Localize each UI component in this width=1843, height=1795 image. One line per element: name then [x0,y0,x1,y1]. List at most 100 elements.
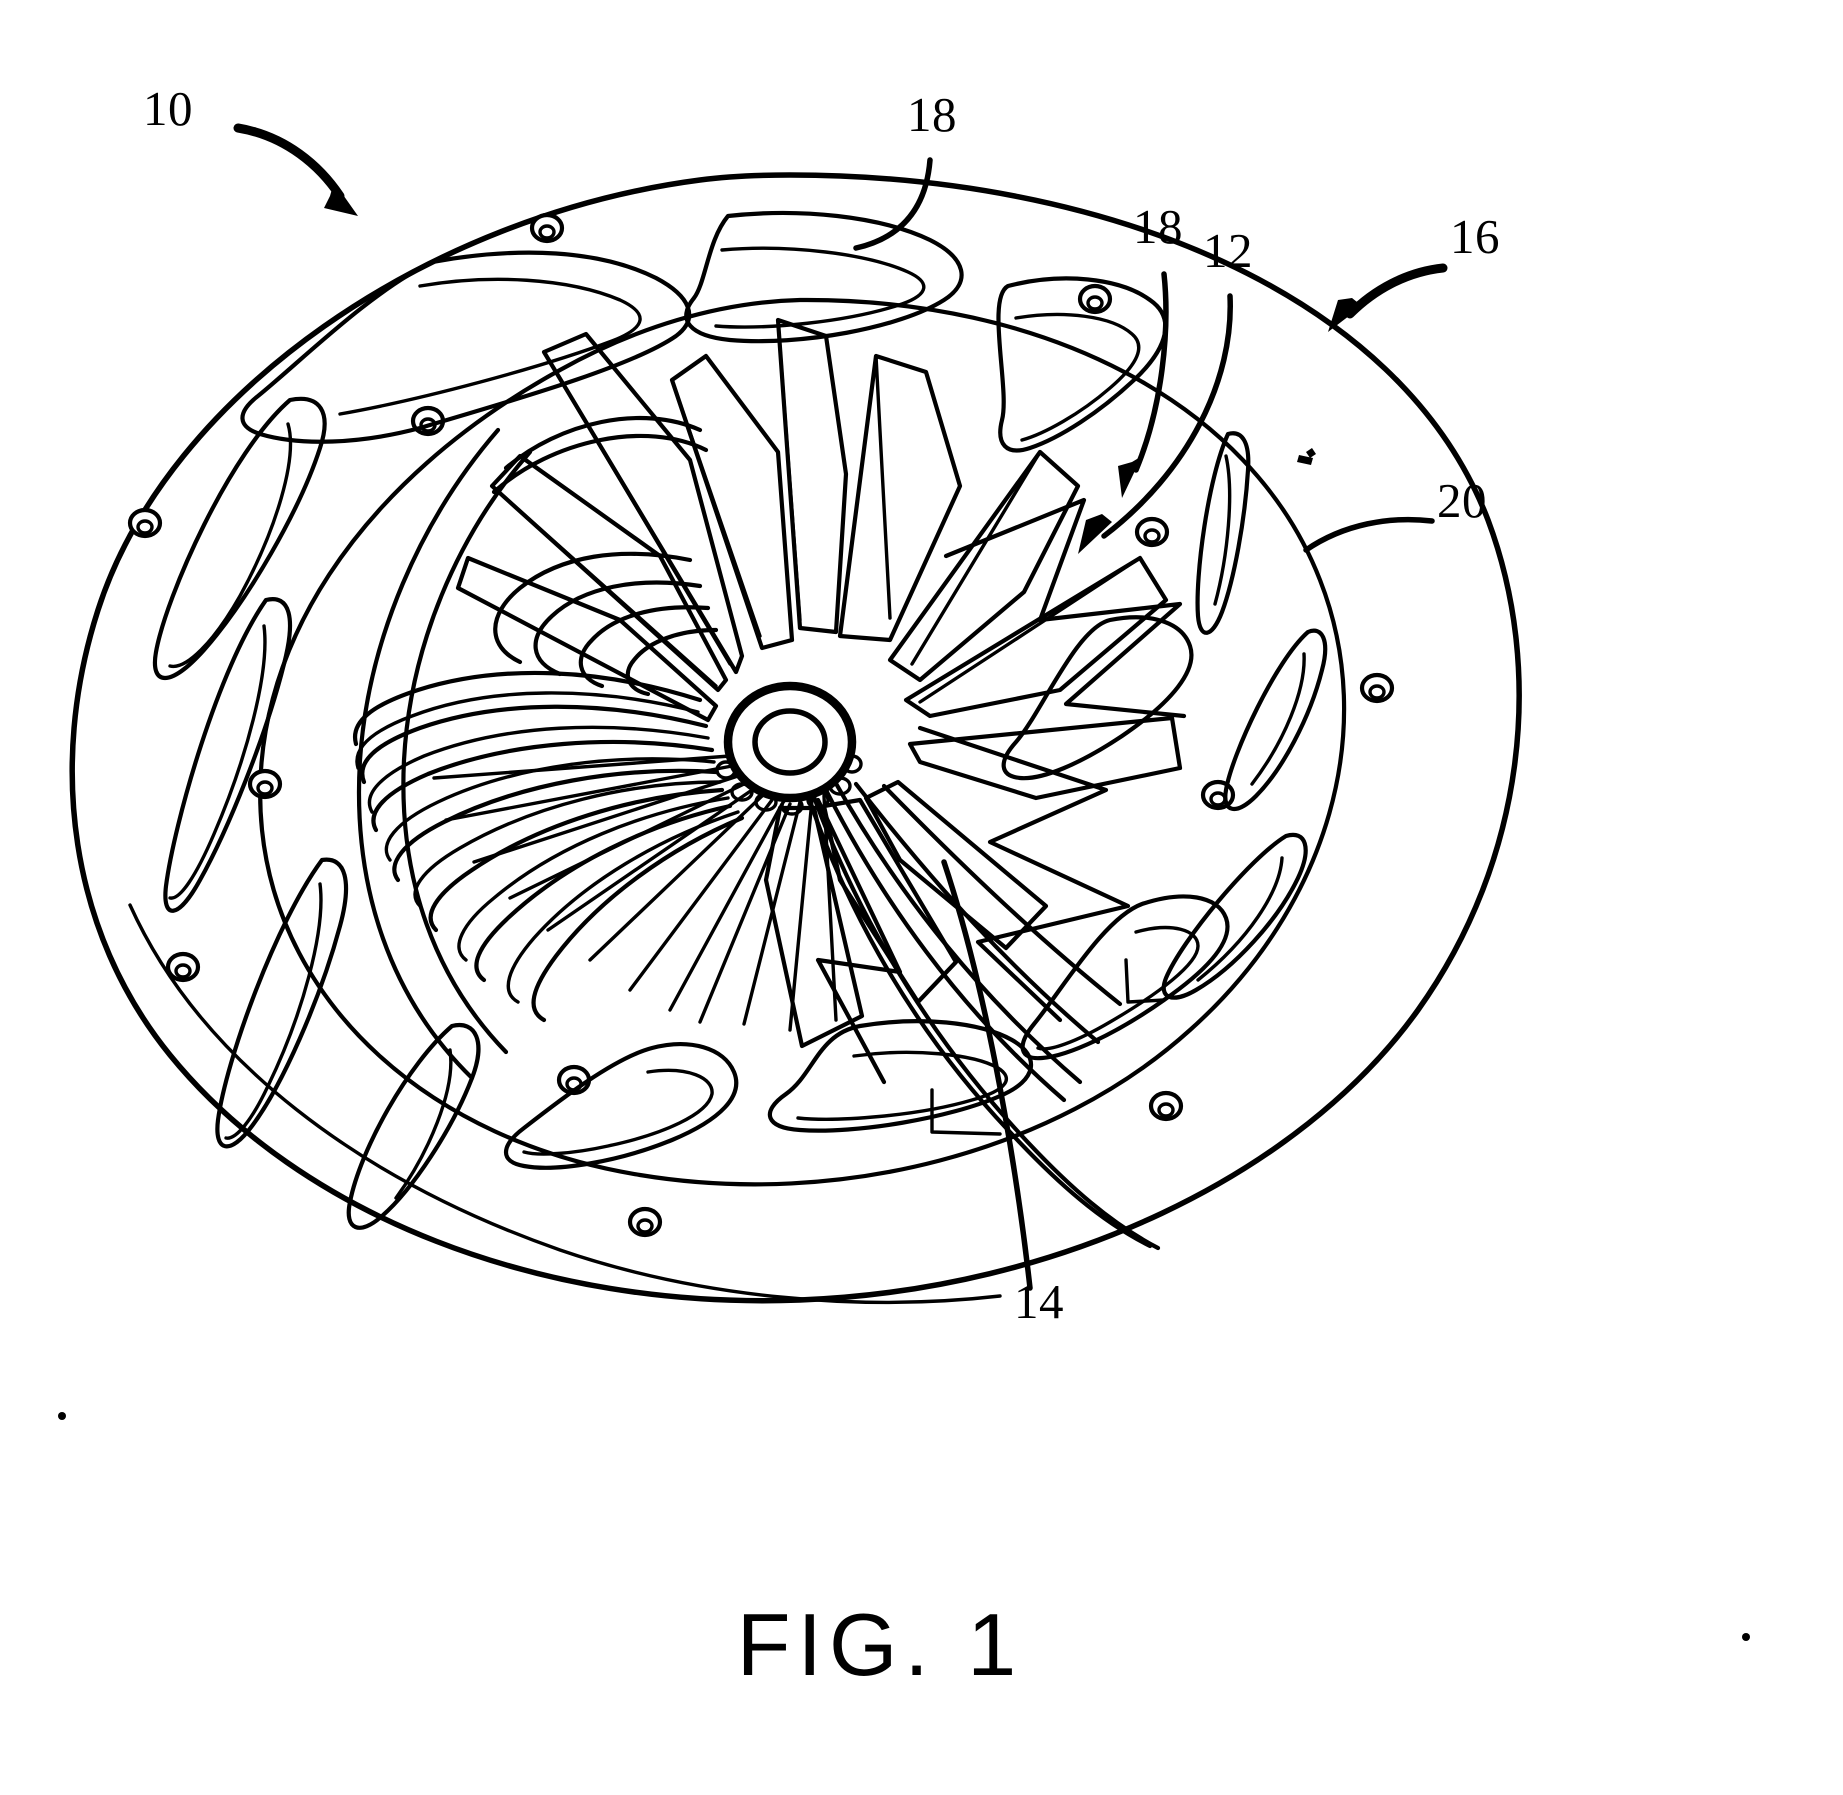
guide-vane [996,276,1168,453]
blade-edge [776,318,802,622]
vane-inner-edge [338,277,642,416]
guide-vane [163,597,293,913]
splitter-blade-arc [531,815,745,1023]
vane-inner-edge [1196,856,1284,982]
vane-outline [996,276,1168,453]
leader-12 [1101,293,1233,539]
vane-step [1124,958,1166,1004]
hub-spoke-fan [432,754,838,1032]
hub-assembly [432,681,863,1032]
inducer-eye-curve [578,605,711,689]
impeller-blade [887,449,1081,683]
reference-numeral-labels: 10 18 18 12 16 20 14 [143,81,1500,1329]
blade-edge [490,484,718,688]
vane-outline [1195,431,1251,635]
blade-face [763,805,865,1049]
shroud-lip [491,433,709,495]
blade-face [887,449,1081,683]
vane-outline [504,1042,739,1170]
splitter-blade-shadow [506,810,740,1004]
shroud-lip [503,415,703,471]
hub-bore [752,708,828,776]
blade-edge [874,354,892,620]
vane-inner-edge [394,1048,453,1200]
splitter-blade-arc [360,704,709,785]
vane-outline [163,597,293,913]
leader-12-arrowhead [1078,514,1112,554]
blade-edge [910,450,1042,666]
splitter-blade-arc [392,768,719,883]
impeller-blade [903,555,1169,719]
guide-vane [215,857,349,1149]
guide-vane-group [152,210,1328,1230]
splitter-blade-shadow [355,691,700,770]
guide-vane [1223,628,1328,812]
blade-streamline [797,767,1153,1249]
leader-10-arrowhead [324,182,358,216]
impeller-blade [863,779,1049,951]
ref-numeral-18-top: 18 [907,87,957,142]
blade-streamline [803,771,1161,1251]
blade-streamline [881,783,1123,1007]
ref-numeral-12: 12 [1203,223,1253,278]
vane-inner-edge [796,1050,1009,1121]
vane-inner-edge [1014,312,1141,442]
bolt-hole [165,951,201,983]
figure-caption: FIG. 1 [737,1595,1024,1694]
inducer-eye-curve [625,627,719,697]
turbine-wheel-group [352,317,1187,1251]
ref-numeral-14: 14 [1014,1274,1064,1329]
leader-14 [941,859,1033,1291]
splitter-blade-shadow [457,796,730,962]
ref-numeral-20: 20 [1437,473,1487,528]
guide-vane [240,250,692,444]
guide-vane [152,396,327,680]
leader-20 [1303,516,1435,553]
vane-inner-edge [1213,454,1232,606]
guide-vane [1001,615,1194,781]
ref-numeral-18-right: 18 [1133,199,1183,254]
impeller-blade [763,805,865,1049]
blade-trailing-zigzag [943,497,1187,719]
vane-inner-edge [168,624,267,900]
blade-face [837,353,963,643]
impeller-blade [775,317,849,635]
blade-streamline [853,781,1101,1045]
guide-vane [504,1042,739,1170]
guide-vane [346,1022,481,1230]
splitter-blade-shadow [413,780,722,908]
inducer-eye-curve [493,551,693,665]
vane-step [930,1088,1002,1136]
vane-outline [684,210,964,344]
leader-16-arrowhead [1328,298,1362,332]
impeller-blade [541,331,745,675]
vane-inner-edge [1250,652,1306,786]
blade-streamline [817,775,1067,1103]
impeller-blade [837,353,963,643]
splitter-blade-arc [474,803,733,983]
splitter-blade-shadow [367,725,710,814]
vane-inner-edge [1036,925,1200,1051]
vane-outline [346,1022,481,1230]
bolt-hole [1148,1090,1184,1122]
blade-face [863,779,1049,951]
flange-surface-marks [1297,448,1316,465]
impeller-blade [489,453,729,693]
vane-outline [152,396,327,680]
splitter-blade-shadow [384,757,716,862]
bolt-hole [627,1206,663,1238]
ref-numeral-10: 10 [143,81,193,136]
blade-trailing-zigzag [917,725,1131,1023]
vane-inner-edge [168,422,293,669]
impeller-blade [907,715,1183,801]
blade-streamline [831,777,1083,1085]
guide-vane [1195,431,1251,635]
ref-numeral-16: 16 [1450,209,1500,264]
splitter-blade-arc [371,739,715,833]
wheel-shroud-contour [401,449,533,1055]
bolt-hole [1359,672,1395,704]
leader-18-right-arrowhead [1118,456,1142,498]
